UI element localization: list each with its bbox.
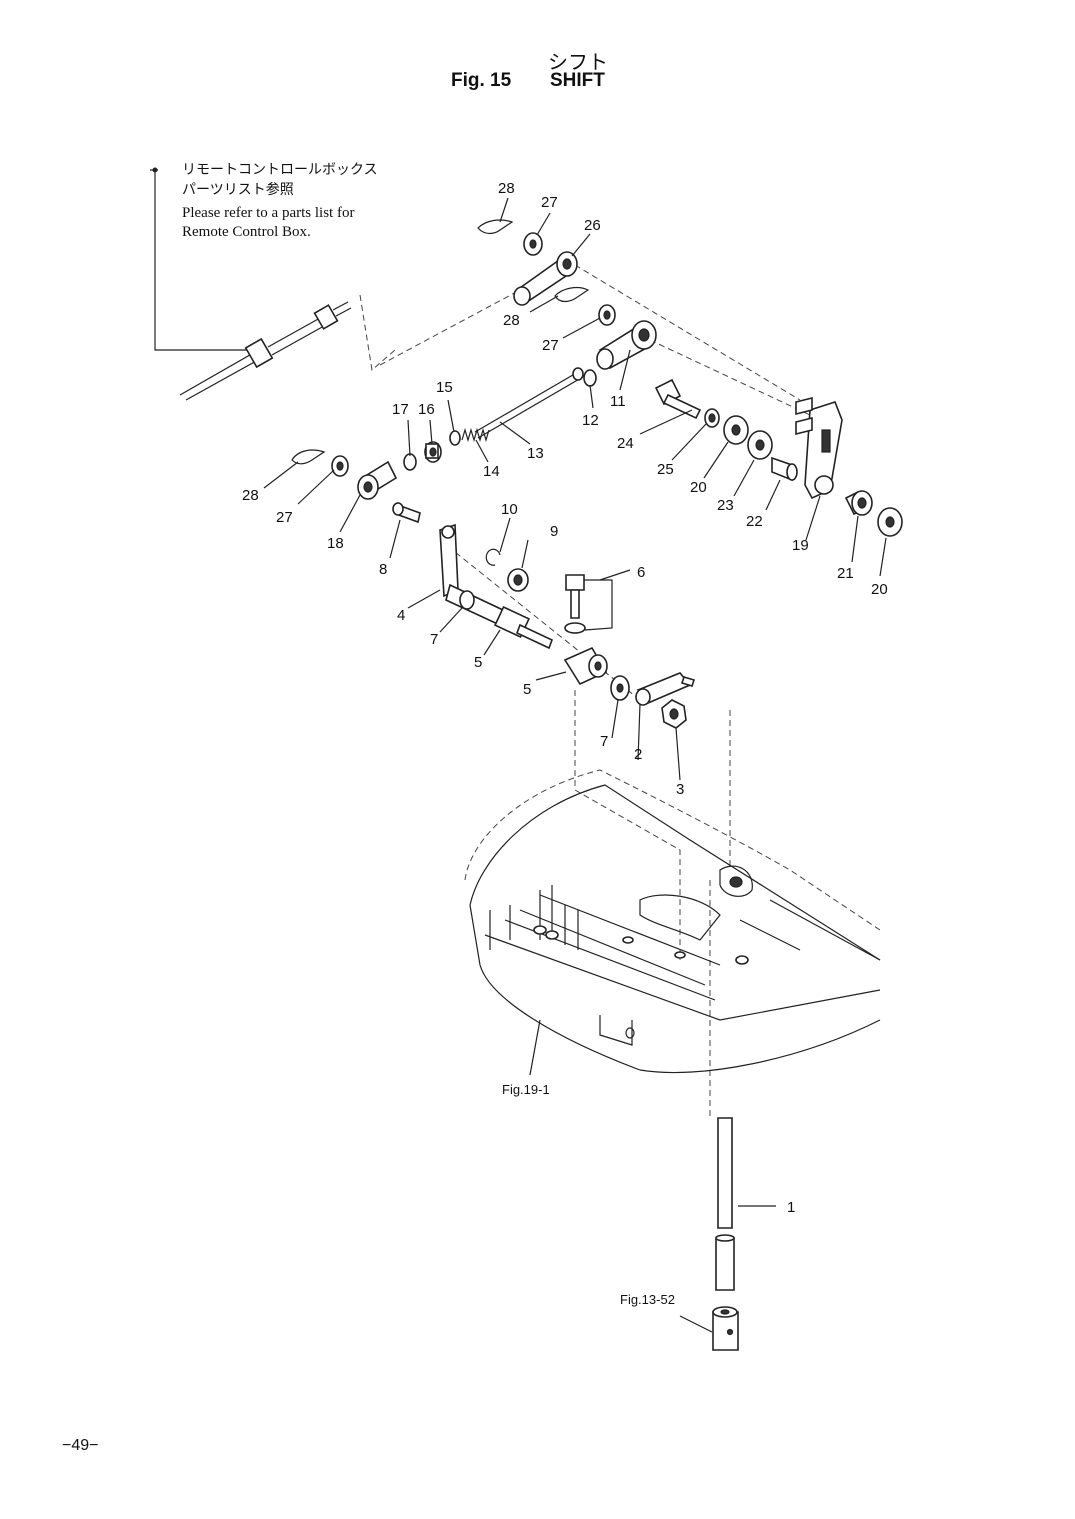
callout-11: 11 (610, 393, 626, 410)
callout-18: 18 (327, 535, 344, 552)
callout-22: 22 (746, 513, 763, 530)
part-28-clip-left (291, 449, 326, 465)
callout-2: 2 (634, 746, 642, 763)
part-19-lever (795, 396, 843, 500)
part-3-nut (661, 699, 687, 729)
callout-8: 8 (379, 561, 387, 578)
part-20-washer-top (723, 415, 749, 445)
note-jp-line1: リモートコントロールボックス (182, 162, 378, 178)
ref-fig13-52: Fig.13-52 (620, 1292, 675, 1307)
callout-26: 26 (584, 217, 601, 234)
callout-19: 19 (792, 537, 809, 554)
lower-cowling (464, 769, 881, 1074)
figure-number: Fig. 15 (451, 70, 512, 91)
part-28-clip-mid (554, 286, 590, 303)
callout-7b: 7 (600, 733, 608, 750)
part-28-clip-top (477, 219, 514, 235)
note-jp-line2: パーツリスト参照 (182, 182, 294, 198)
part-13-shift-rod (474, 367, 584, 439)
reference-note: リモートコントロールボックス パーツリスト参照 Please refer to … (182, 160, 378, 242)
callout-7a: 7 (430, 631, 438, 648)
part-7-washer-lower (610, 675, 630, 701)
callout-16: 16 (418, 401, 435, 418)
part-9-bushing (507, 568, 529, 592)
ref-fig19-1: Fig.19-1 (502, 1082, 550, 1097)
callout-6: 6 (637, 564, 645, 581)
leader-lines (263, 197, 887, 1333)
callout-12: 12 (582, 412, 599, 429)
part-21-bushing (844, 490, 873, 516)
part-12-nut (583, 369, 597, 387)
callout-5a: 5 (474, 654, 482, 671)
callout-3: 3 (676, 781, 684, 798)
part-5-joint-block (563, 646, 608, 686)
part-4-shift-lever (439, 523, 459, 598)
part-10-circlip (485, 548, 501, 566)
callout-17: 17 (392, 401, 409, 418)
part-20-washer-lower (877, 507, 903, 537)
callout-27b: 27 (542, 337, 559, 354)
callout-25: 25 (657, 461, 674, 478)
remote-cable (179, 294, 396, 401)
callout-28a: 28 (498, 180, 515, 197)
part-7-collar-left (459, 590, 475, 610)
part-26-cable-end (513, 251, 578, 306)
callout-24: 24 (617, 435, 634, 452)
part-25-washer (704, 408, 720, 428)
callout-20a: 20 (690, 479, 707, 496)
callout-1: 1 (787, 1199, 795, 1216)
shift-rod-coupler (712, 1306, 739, 1351)
callout-27c: 27 (276, 509, 293, 526)
callout-27a: 27 (541, 194, 558, 211)
callout-21: 21 (837, 565, 854, 582)
part-22-collar (771, 456, 798, 482)
callout-28b: 28 (503, 312, 520, 329)
part-16-collar (424, 441, 442, 463)
note-en-line1: Please refer to a parts list for (182, 205, 355, 221)
part-18-rod-end (357, 460, 398, 500)
part-23-washer (747, 430, 773, 460)
title-english: SHIFT (550, 70, 605, 91)
part-6-bolt (564, 574, 613, 634)
note-en-line2: Remote Control Box. (182, 224, 311, 240)
part-24-bolt (654, 378, 702, 420)
part-2-link-plate (635, 672, 696, 706)
callout-10: 10 (501, 501, 518, 518)
callout-23: 23 (717, 497, 734, 514)
callouts: 1 2 3 4 5 5 6 7 7 8 9 10 11 12 13 14 15 … (242, 180, 888, 1216)
callout-14: 14 (483, 463, 500, 480)
callout-28c: 28 (242, 487, 259, 504)
part-17-nut (403, 453, 417, 471)
callout-13: 13 (527, 445, 544, 462)
note-bracket (150, 167, 255, 351)
assembly-guides-upper (379, 264, 811, 1120)
callout-15: 15 (436, 379, 453, 396)
part-1-shift-rod (715, 1117, 735, 1291)
part-14-spring (461, 427, 490, 443)
part-15-washer (449, 430, 461, 446)
page-number: −49− (62, 1437, 99, 1454)
callout-4: 4 (397, 607, 405, 624)
callout-9: 9 (550, 523, 558, 540)
callout-20b: 20 (871, 581, 888, 598)
title-japanese: シフト (548, 50, 608, 74)
part-11-rod-end (596, 320, 657, 370)
callout-5b: 5 (523, 681, 531, 698)
part-8-pin (392, 502, 421, 524)
